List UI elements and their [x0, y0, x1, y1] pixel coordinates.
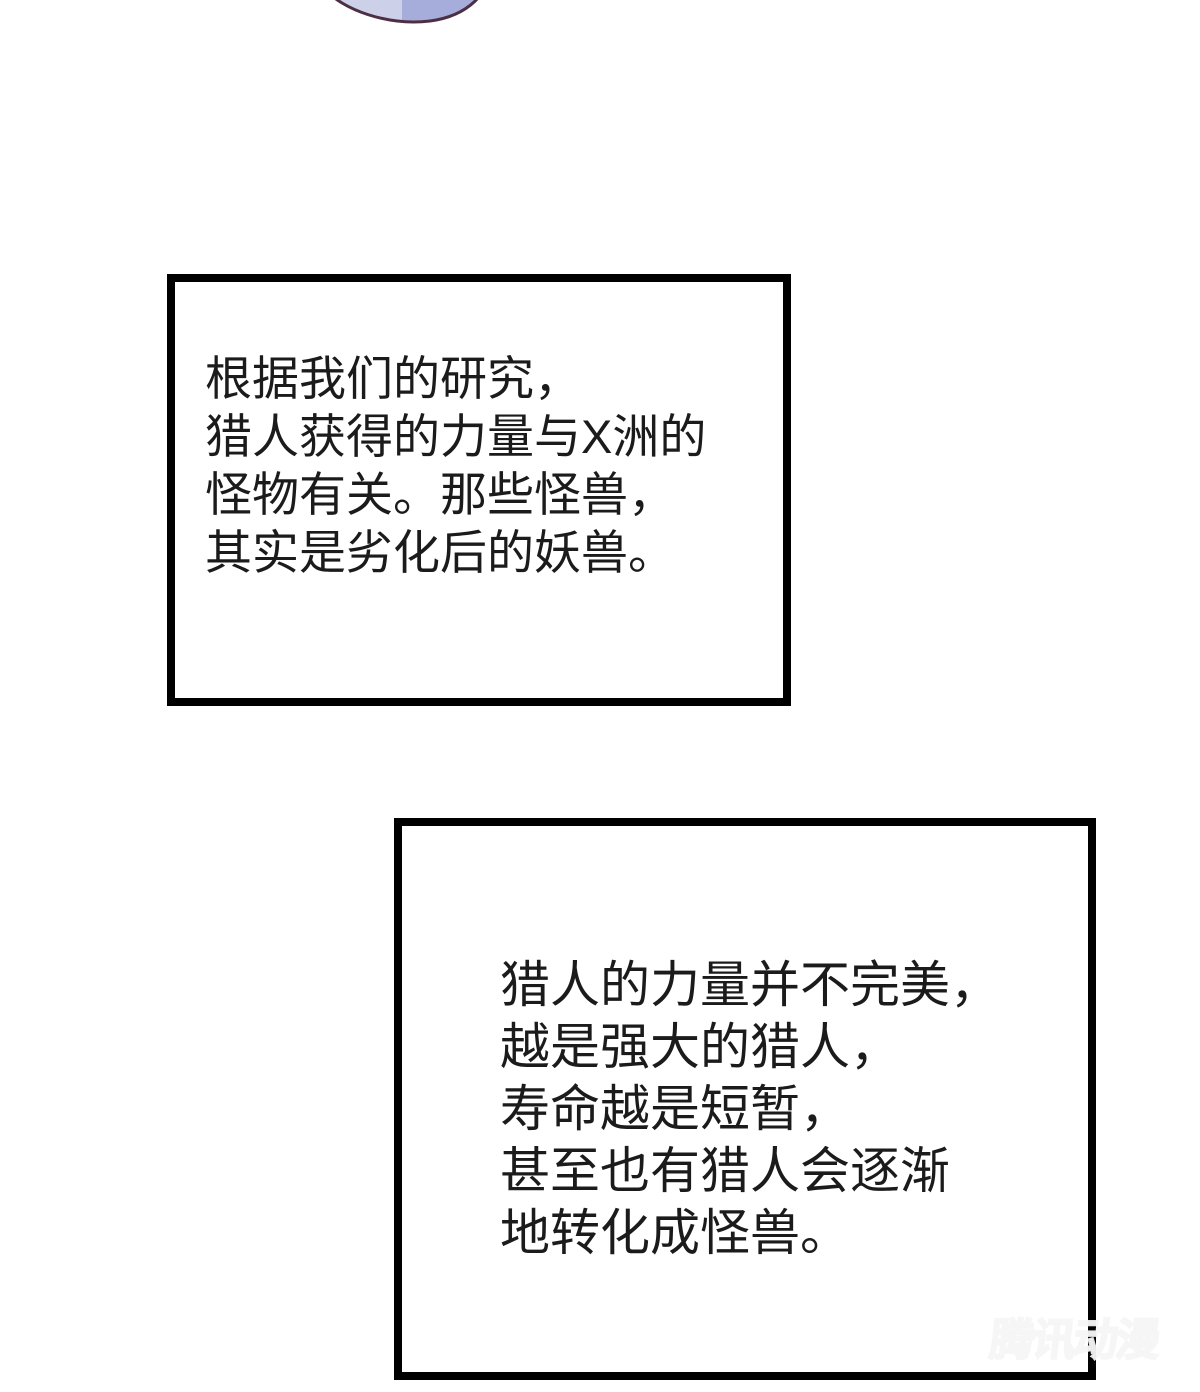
narration-text-bottom: 猎人的力量并不完美， 越是强大的猎人， 寿命越是短暂， 甚至也有猎人会逐渐 地转… [500, 957, 1000, 1261]
narration-panel-bottom: 猎人的力量并不完美， 越是强大的猎人， 寿命越是短暂， 甚至也有猎人会逐渐 地转… [394, 818, 1096, 1380]
narration-panel-top: 根据我们的研究， 猎人获得的力量与X洲的 怪物有关。那些怪兽， 其实是劣化后的妖… [167, 274, 791, 706]
partial-character-shape-icon [315, 0, 490, 24]
narration-text-top: 根据我们的研究， 猎人获得的力量与X洲的 怪物有关。那些怪兽， 其实是劣化后的妖… [205, 352, 707, 579]
